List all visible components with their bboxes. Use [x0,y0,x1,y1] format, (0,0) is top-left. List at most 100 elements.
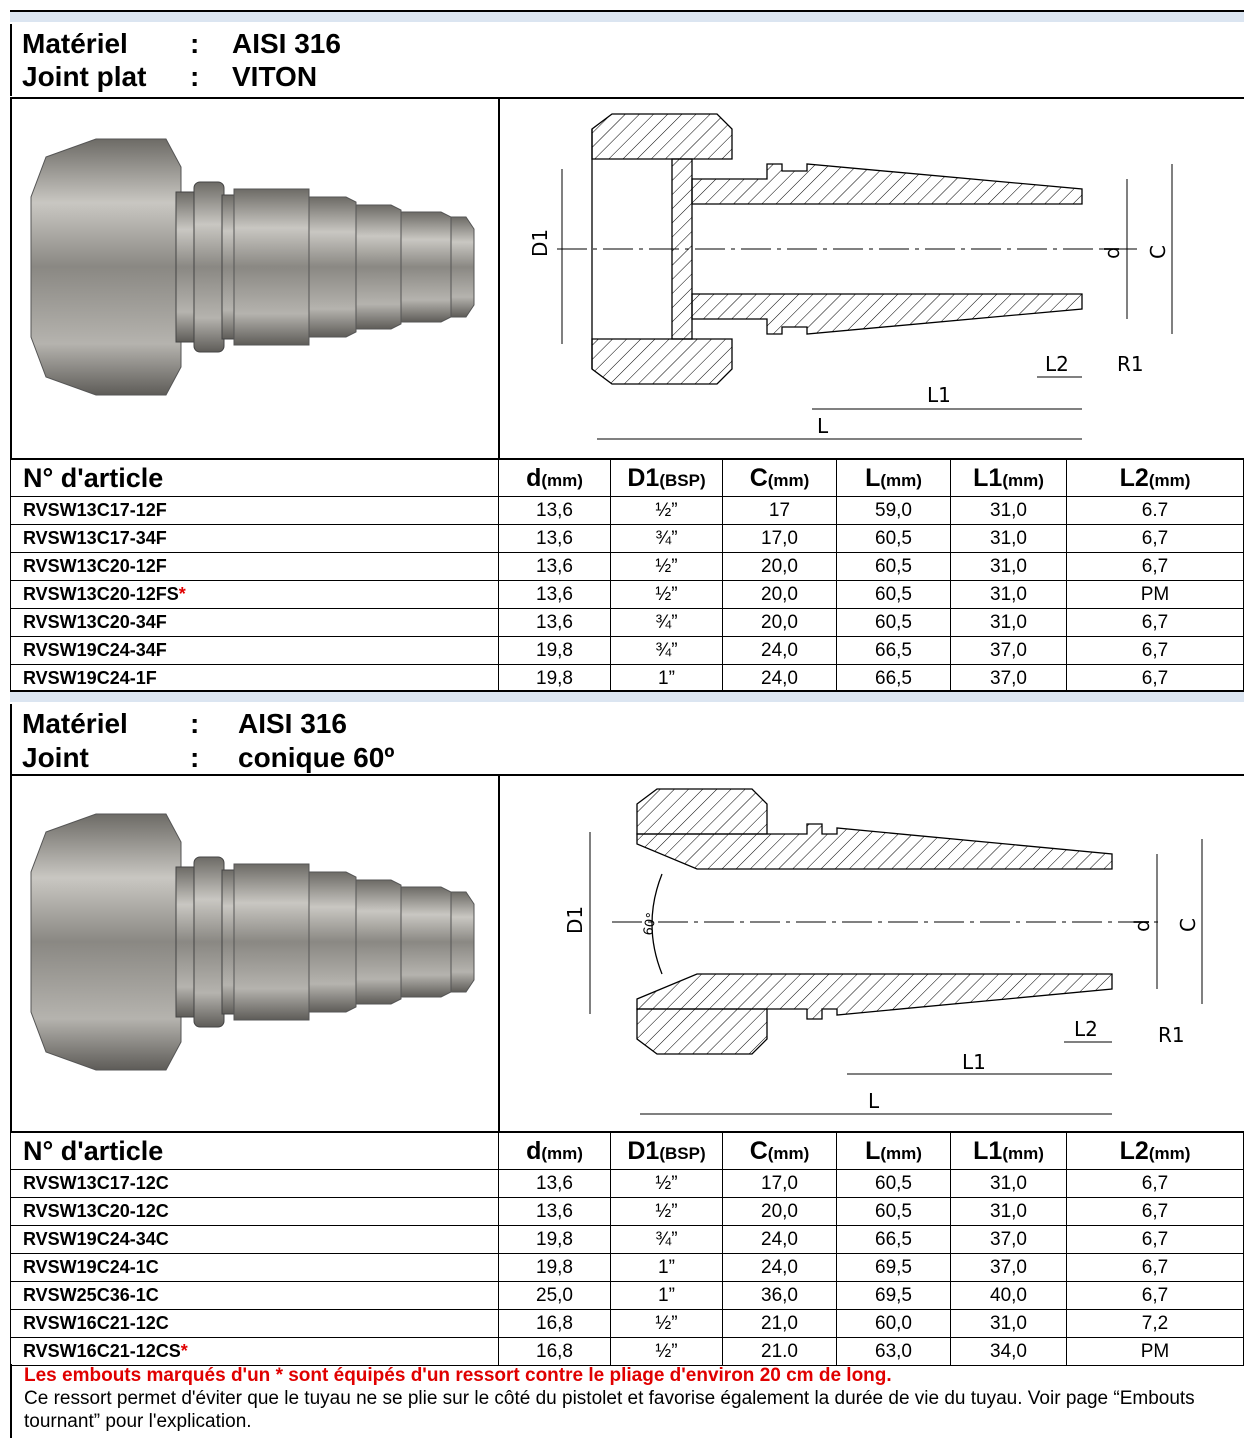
cell-L2: 6,7 [1066,1225,1244,1254]
cell-D1: ¾” [610,524,723,553]
header-L1: L1(mm) [950,458,1067,497]
dim-R1-label: R1 [1158,1023,1185,1047]
header-L: L(mm) [836,1131,951,1170]
cell-D1: ½” [610,1169,723,1198]
cell-D1: ¾” [610,1225,723,1254]
joint-label: Joint plat [22,61,147,92]
cell-L: 60,5 [836,580,951,609]
fitting-photo [30,138,475,396]
footnote: Les embouts marqués d'un * sont équipés … [10,1364,1244,1438]
article-code: RVSW16C21-12C [10,1309,499,1338]
cell-d: 13,6 [498,1197,611,1226]
material-value: AISI 316 [232,28,341,59]
cell-L: 60,5 [836,524,951,553]
cell-D1: ½” [610,580,723,609]
cell-D1: 1” [610,1253,723,1282]
cell-D1: ½” [610,1197,723,1226]
header-article: N° d'article [10,1131,499,1170]
header-d: d(mm) [498,1131,611,1170]
technical-drawing-flat-joint: D1 d C L1 L L2 R1 [528,113,1173,440]
cell-L2: 6,7 [1066,1281,1244,1310]
column-divider [498,99,500,459]
colon: : [190,708,200,739]
article-code: RVSW13C20-12F [10,552,499,581]
cell-L: 60,5 [836,1197,951,1226]
cell-L: 66,5 [836,636,951,665]
cell-C: 24,0 [722,1225,837,1254]
spring-marker: * [178,584,186,604]
cell-C: 24,0 [722,636,837,665]
table-section2: N° d'article d(mm) D1(BSP) C(mm) L(mm) L… [10,1131,1244,1366]
footnote-explanation: Ce ressort permet d'éviter que le tuyau … [24,1388,1195,1432]
cell-L1: 31,0 [950,1197,1067,1226]
cell-L1: 31,0 [950,580,1067,609]
joint-label: Joint [22,742,89,773]
cell-L1: 34,0 [950,1337,1067,1366]
cell-D1: ½” [610,552,723,581]
dim-d-label: d [1130,919,1154,932]
cell-L1: 31,0 [950,524,1067,553]
colon: : [190,28,200,59]
cell-L1: 31,0 [950,496,1067,525]
table-section1: N° d'article d(mm) D1(BSP) C(mm) L(mm) L… [10,458,1244,693]
section1-header: Matériel : AISI 316 Joint plat : VITON [10,24,1244,96]
cell-d: 13,6 [498,552,611,581]
article-code: RVSW13C20-12C [10,1197,499,1226]
cell-L: 59,0 [836,496,951,525]
technical-drawing-conical-joint: D1 60° d C L1 L L2 R1 [563,788,1203,1115]
cell-L1: 31,0 [950,1169,1067,1198]
cell-L: 63,0 [836,1337,951,1366]
cell-D1: ½” [610,1309,723,1338]
dim-D1-label: D1 [563,906,587,934]
cell-L1: 40,0 [950,1281,1067,1310]
cell-L1: 37,0 [950,636,1067,665]
cell-d: 16,8 [498,1337,611,1366]
article-code: RVSW13C17-12F [10,496,499,525]
cell-d: 16,8 [498,1309,611,1338]
cell-D1: 1” [610,1281,723,1310]
dim-L1-label: L1 [962,1050,986,1074]
dim-L-label: L [817,414,829,438]
cell-D1: 1” [610,664,723,693]
cell-L2: 7,2 [1066,1309,1244,1338]
header-L2: L2(mm) [1066,458,1244,497]
cell-C: 20,0 [722,608,837,637]
cell-C: 17 [722,496,837,525]
table-header-row: N° d'article d(mm) D1(BSP) C(mm) L(mm) L… [10,458,1244,497]
article-code: RVSW16C21-12CS* [10,1337,499,1366]
cell-L1: 37,0 [950,1225,1067,1254]
section-divider [10,10,1244,22]
cell-L1: 31,0 [950,608,1067,637]
header-article: N° d'article [10,458,499,497]
cell-D1: ½” [610,1337,723,1366]
cell-D1: ½” [610,496,723,525]
article-code: RVSW13C17-12C [10,1169,499,1198]
dim-C-label: C [1176,918,1200,932]
header-D1: D1(BSP) [610,458,723,497]
fitting-photo [30,813,475,1071]
colon: : [190,742,200,773]
header-L: L(mm) [836,458,951,497]
dim-L-label: L [868,1089,880,1113]
cell-C: 36,0 [722,1281,837,1310]
cell-L: 66,5 [836,1225,951,1254]
cell-L2: 6,7 [1066,524,1244,553]
material-label: Matériel [22,28,128,59]
material-value: AISI 316 [238,708,347,739]
header-d: d(mm) [498,458,611,497]
cell-L2: 6,7 [1066,552,1244,581]
article-code: RVSW13C20-34F [10,608,499,637]
header-C: C(mm) [722,1131,837,1170]
cell-d: 13,6 [498,496,611,525]
cell-d: 19,8 [498,636,611,665]
cell-L2: 6,7 [1066,1197,1244,1226]
cell-L2: 6,7 [1066,636,1244,665]
cell-C: 17,0 [722,524,837,553]
